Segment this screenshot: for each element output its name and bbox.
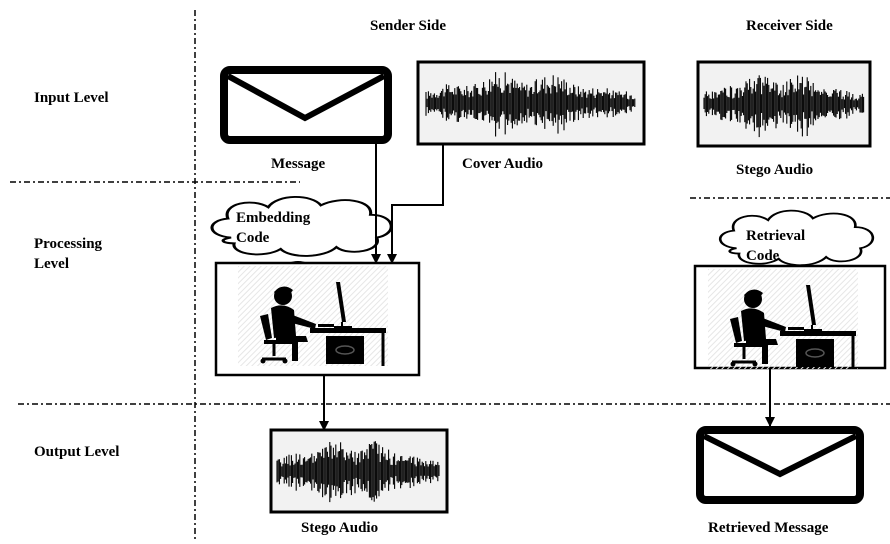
processing-level-line2: Level	[34, 256, 69, 272]
output-level-label: Output Level	[34, 444, 120, 460]
embedding-code-label: Embedding Code	[236, 208, 310, 248]
cover-audio-label: Cover Audio	[462, 156, 543, 172]
retrieval-code-label: Retrieval Code	[746, 226, 805, 266]
embedding-code-line1: Embedding	[236, 210, 311, 226]
processing-level-label: Processing Level	[34, 234, 102, 274]
message-label: Message	[271, 156, 326, 172]
arrow-cover-to-embed	[387, 144, 444, 264]
receiver-stego-audio-label: Stego Audio	[736, 162, 814, 178]
retrieved-message-label: Retrieved Message	[708, 520, 829, 536]
retrieval-code-line2: Code	[746, 248, 780, 264]
output-stego-audio-label: Stego Audio	[301, 520, 379, 536]
sender-side-header: Sender Side	[370, 18, 446, 34]
processing-level-line1: Processing	[34, 236, 103, 252]
waveform-icon	[696, 60, 872, 148]
input-level-label: Input Level	[34, 90, 109, 106]
person-at-computer-icon	[706, 267, 860, 371]
receiver-side-header: Receiver Side	[746, 18, 833, 34]
embedding-code-line2: Code	[236, 230, 270, 246]
person-at-computer-icon	[236, 264, 390, 368]
envelope-icon	[696, 426, 864, 504]
waveform-icon	[416, 60, 646, 146]
waveform-icon	[269, 428, 449, 514]
retrieval-code-line1: Retrieval	[746, 228, 806, 244]
envelope-icon	[220, 66, 392, 144]
